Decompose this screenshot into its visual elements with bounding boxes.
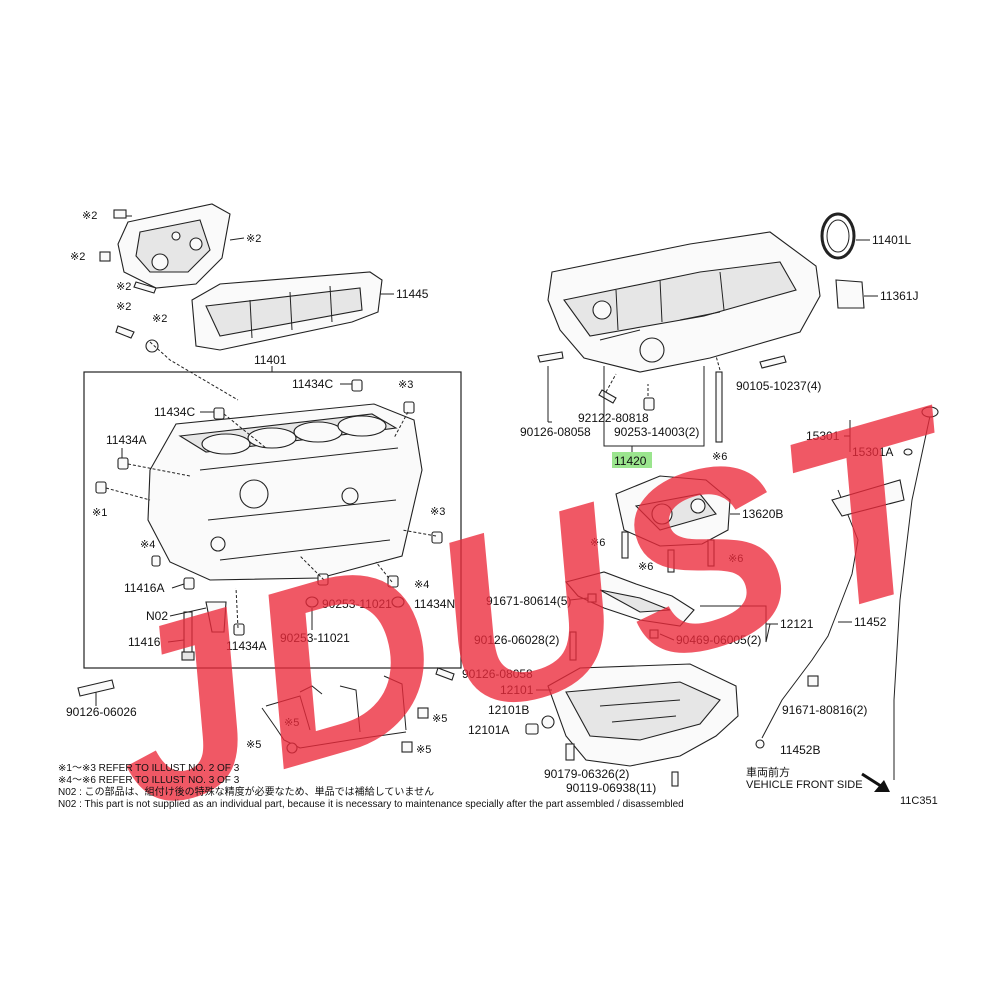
- highlight-11420: [612, 452, 652, 468]
- callout-11401: 11401: [254, 353, 287, 367]
- ref-mark: ※2: [116, 301, 131, 313]
- callout-90126-08058: 90126-08058: [520, 425, 591, 439]
- callout-91671-80614: 91671-80614(5): [486, 594, 571, 608]
- ref-mark: ※6: [728, 553, 743, 565]
- note-line: ※4～※6 REFER TO ILLUST NO. 3 OF 3: [58, 775, 240, 786]
- ref-mark: ※6: [638, 561, 653, 573]
- dowel-pin-icon: [95, 379, 443, 636]
- note-line: N02 : この部品は、組付け後の特殊な精度が必要なため、単品では補給していませ…: [58, 787, 435, 798]
- o-ring: [903, 448, 913, 456]
- callout-12101B: 12101B: [488, 703, 529, 717]
- lower-crankcase: [547, 231, 821, 373]
- callout-91671-80816: 91671-80816(2): [782, 703, 867, 717]
- ref-mark: ※5: [246, 739, 261, 751]
- callout-11416A: 11416A: [124, 581, 164, 595]
- ref-mark: ※2: [246, 233, 261, 245]
- bolt-icon: [671, 771, 679, 787]
- callout-15301A: 15301A: [852, 445, 893, 459]
- oil-pump-assembly: [615, 475, 740, 547]
- drain-plug-icon: [525, 723, 539, 735]
- callout-13620B: 13620B: [742, 507, 783, 521]
- callout-11434A: 11434A: [106, 433, 146, 447]
- ref-mark: ※6: [712, 451, 727, 463]
- oil-baffle-plate: [565, 571, 695, 639]
- bolt-icon: [807, 675, 819, 687]
- callout-90105-10237: 90105-10237(4): [736, 379, 821, 393]
- note-line: N02 : This part is not supplied as an in…: [58, 799, 684, 810]
- callout-15301: 15301: [806, 429, 840, 443]
- callout-11420: 11420: [614, 454, 647, 468]
- ref-mark: ※3: [430, 506, 445, 518]
- front-label-jp: 車両前方: [746, 765, 790, 779]
- front-label-en: VEHICLE FRONT SIDE: [746, 779, 863, 791]
- callout-11452B: 11452B: [780, 743, 820, 757]
- bolt-icon: [99, 209, 159, 353]
- stud-bolt-icon: [77, 667, 455, 697]
- ref-mark: ※5: [432, 713, 447, 725]
- cylinder-block: [147, 403, 423, 581]
- callout-11434C: 11434C: [292, 377, 333, 391]
- callout-90126-06028: 90126-06028(2): [474, 633, 559, 647]
- front-arrow-icon: [861, 772, 890, 792]
- ref-mark: ※4: [414, 579, 429, 591]
- timing-cover-plate: [117, 203, 245, 289]
- cover-plate: [835, 279, 865, 309]
- bolt-icon: [565, 743, 575, 761]
- callout-90253-11021: 90253-11021: [280, 631, 350, 645]
- callout-90253-11021: 90253-11021: [322, 597, 392, 611]
- callout-11452: 11452: [854, 615, 887, 629]
- crankcase-stiffener: [191, 271, 394, 351]
- callout-11361J: 11361J: [880, 289, 918, 303]
- dipstick: [893, 406, 939, 780]
- callout-12101A: 12101A: [468, 723, 509, 737]
- oil-jet-assembly: [261, 675, 429, 754]
- bolt-icon: [537, 351, 787, 443]
- ref-mark: ※1: [92, 507, 107, 519]
- ref-mark: ※5: [416, 744, 431, 756]
- callout-92122-80818: 92122-80818: [578, 411, 649, 425]
- ref-mark: ※2: [82, 210, 97, 222]
- callout-12121: 12121: [780, 617, 814, 631]
- callout-11434C: 11434C: [154, 405, 195, 419]
- oil-pan: [547, 663, 739, 767]
- oil-seal: [820, 212, 856, 260]
- dipstick-guide: [755, 479, 905, 749]
- callout-11434A: 11434A: [226, 639, 266, 653]
- illust-id: 11C351: [900, 795, 938, 807]
- ref-mark: ※2: [70, 251, 85, 263]
- ref-mark: ※6: [590, 537, 605, 549]
- callout-11416: 11416: [128, 635, 161, 649]
- callout-11434N: 11434N: [414, 597, 455, 611]
- callout-12101: 12101: [500, 683, 534, 697]
- callout-90126-08058: 90126-08058: [462, 667, 533, 681]
- callout-n02: N02: [146, 609, 168, 623]
- callout-90469-06005: 90469-06005(2): [676, 633, 761, 647]
- callout-90253-14003: 90253-14003(2): [614, 425, 699, 439]
- drain-plug-gasket: [541, 715, 555, 729]
- ref-mark: ※2: [116, 281, 131, 293]
- ref-mark: ※2: [152, 313, 167, 325]
- callout-11445: 11445: [396, 287, 429, 301]
- callout-11401L: 11401L: [872, 233, 911, 247]
- callout-90179-06326: 90179-06326(2): [544, 767, 629, 781]
- bolt-icon: [621, 531, 715, 573]
- ref-mark: ※3: [398, 379, 413, 391]
- ref-mark: ※5: [284, 717, 299, 729]
- callout-90119-06938: 90119-06938(11): [566, 781, 656, 795]
- stud-bolt-icon: [569, 631, 577, 661]
- callout-90126-06026: 90126-06026: [66, 705, 137, 719]
- ref-mark: ※4: [140, 539, 155, 551]
- note-line: ※1～※3 REFER TO ILLUST NO. 2 OF 3: [58, 763, 240, 774]
